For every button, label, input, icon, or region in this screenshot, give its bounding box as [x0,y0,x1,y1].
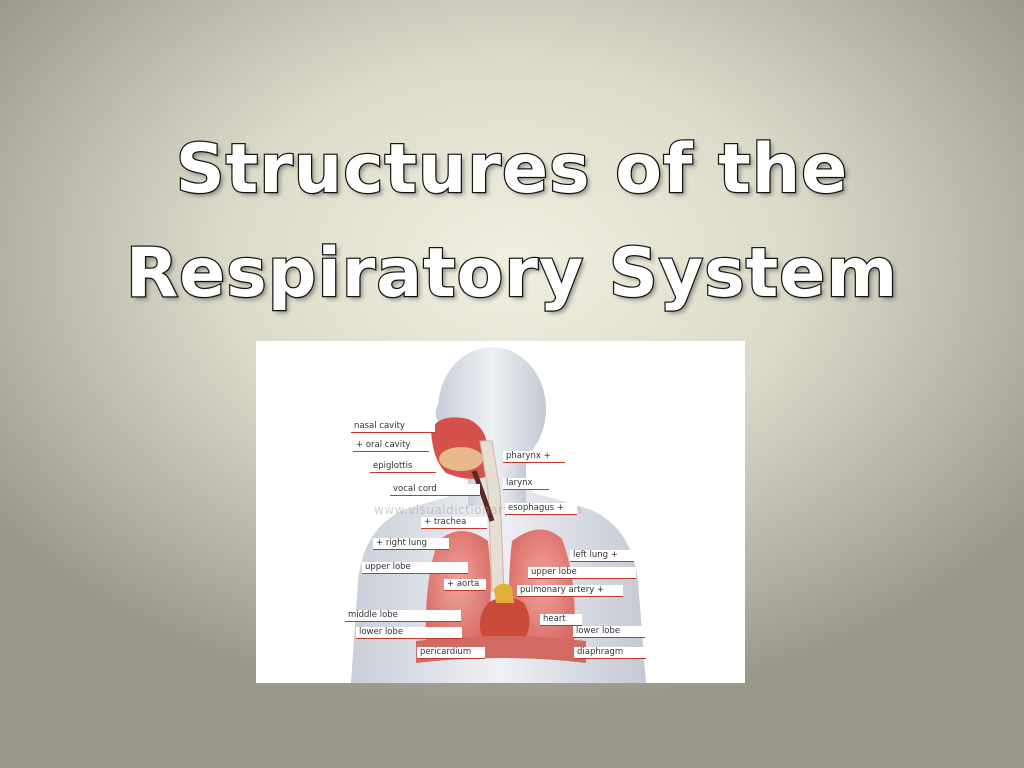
title-line-1: Structures of the [175,129,849,211]
title-line-2: Respiratory System [125,233,899,315]
label-lower-lobe-right: lower lobe [356,627,462,639]
label-middle-lobe: middle lobe [345,610,461,622]
label-upper-lobe-right: upper lobe [362,562,468,574]
label-lower-lobe-left: lower lobe [573,626,645,638]
slide-title: Structures of the Respiratory System [0,118,1024,326]
respiratory-diagram: www.visualdictionaryonline.com nasal cav… [256,341,745,683]
label-epiglottis: epiglottis [370,461,436,473]
label-vocal-cord: vocal cord [390,484,480,496]
label-pulmonary-artery: pulmonary artery + [517,585,623,597]
label-upper-lobe-left: upper lobe [528,567,636,579]
label-esophagus: esophagus + [505,503,577,515]
label-heart: heart [540,614,582,626]
label-oral-cavity: + oral cavity [353,440,429,452]
label-trachea: + trachea [421,517,487,529]
label-pharynx: pharynx + [503,451,565,463]
label-aorta: + aorta [444,579,486,591]
label-nasal-cavity: nasal cavity [351,421,435,433]
label-pericardium: pericardium [417,647,485,659]
label-larynx: larynx [503,478,549,490]
label-right-lung: + right lung [373,538,449,550]
label-diaphragm: diaphragm [574,647,646,659]
label-left-lung: left lung + [570,550,634,562]
